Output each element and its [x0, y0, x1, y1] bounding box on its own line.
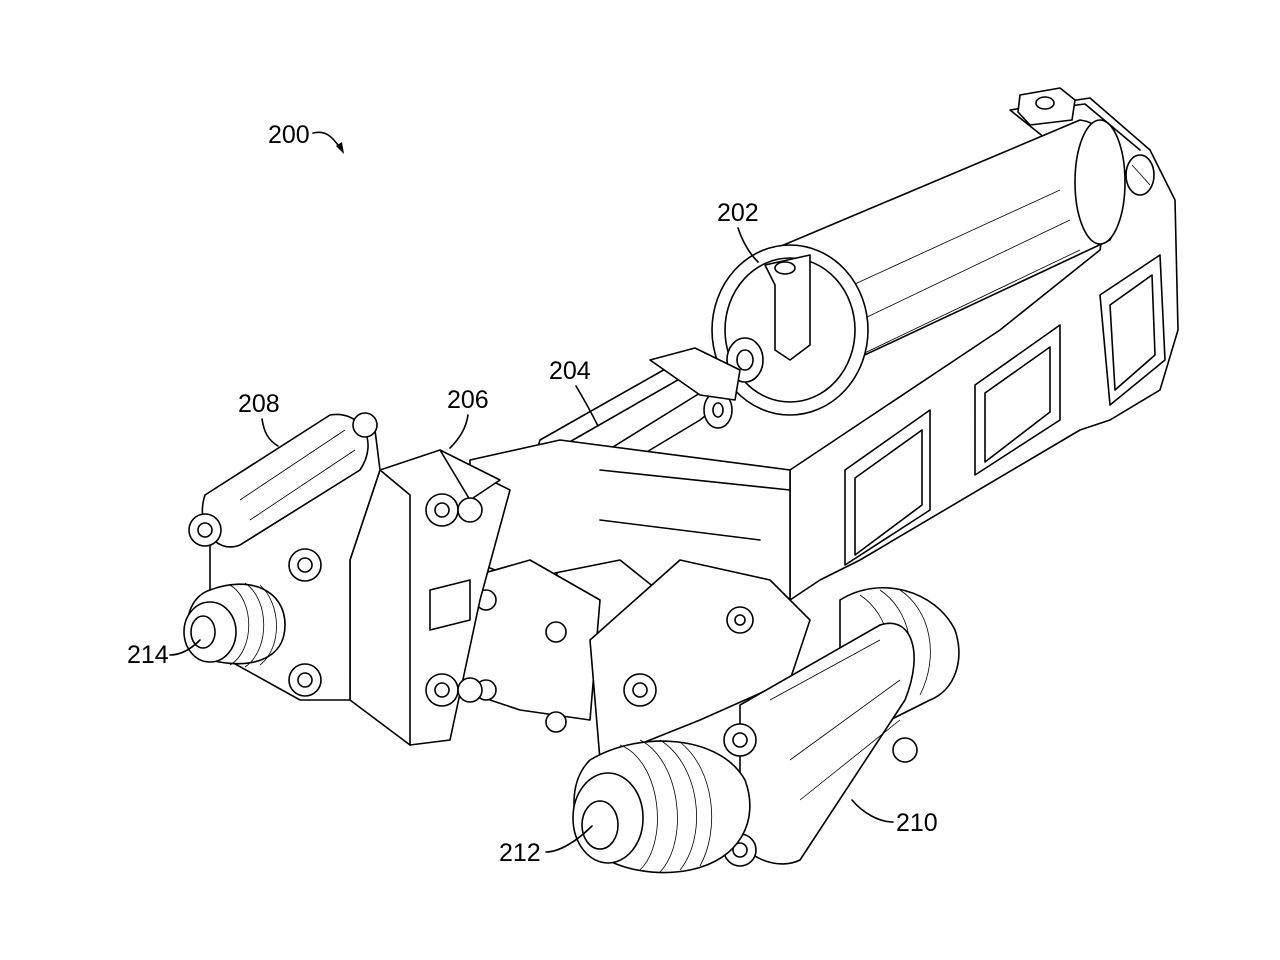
label-204: 204 [549, 357, 591, 385]
right-clamp [589, 559, 960, 867]
leader-206 [449, 414, 469, 449]
label-208: 208 [238, 390, 280, 418]
actuator-cylinder [711, 119, 1126, 416]
label-214: 214 [127, 641, 169, 669]
leader-212 [545, 825, 593, 853]
frame-arm [789, 87, 1179, 601]
front-fitting [572, 739, 751, 874]
reference-labels: 200 202 204 206 208 210 212 214 [127, 121, 938, 867]
arrowhead-200 [336, 142, 344, 154]
leader-204 [575, 385, 599, 427]
label-212: 212 [499, 839, 541, 867]
leader-214 [169, 639, 201, 656]
leader-210 [851, 799, 894, 823]
label-200: 200 [268, 121, 310, 149]
leader-208 [261, 418, 279, 447]
left-fitting [183, 582, 286, 668]
label-202: 202 [717, 199, 759, 227]
leader-202 [737, 227, 759, 263]
plate [349, 449, 511, 746]
label-210: 210 [896, 809, 938, 837]
leader-arrow-200 [312, 131, 341, 149]
label-206: 206 [447, 386, 489, 414]
